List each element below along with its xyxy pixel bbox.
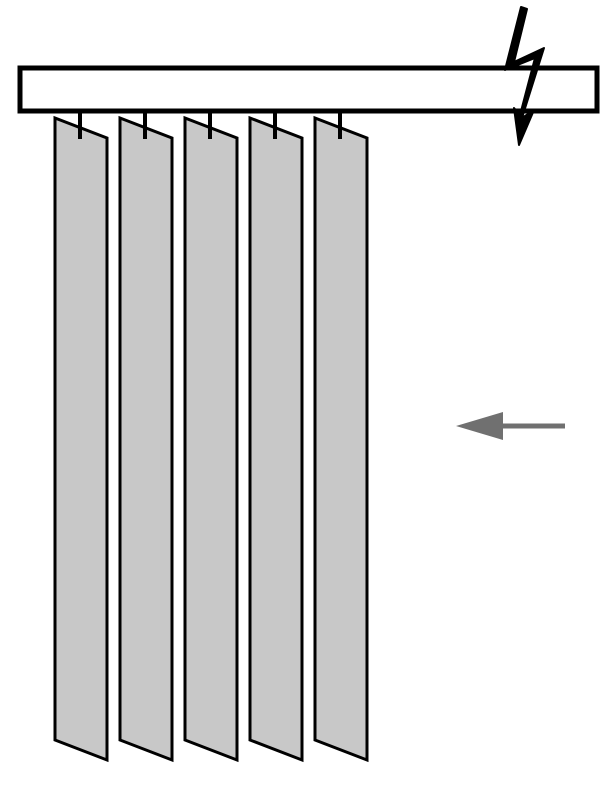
- slat-1: [53, 115, 109, 763]
- slat-2: [118, 115, 174, 763]
- arrow-head: [456, 412, 503, 440]
- slats-group: [53, 111, 369, 763]
- slat-3: [183, 115, 239, 763]
- direction-arrow-icon: [456, 412, 565, 440]
- lightning-bolt-icon: [504, 6, 545, 146]
- headrail: [17, 65, 600, 114]
- slat-4: [248, 115, 304, 763]
- slat-5: [313, 115, 369, 763]
